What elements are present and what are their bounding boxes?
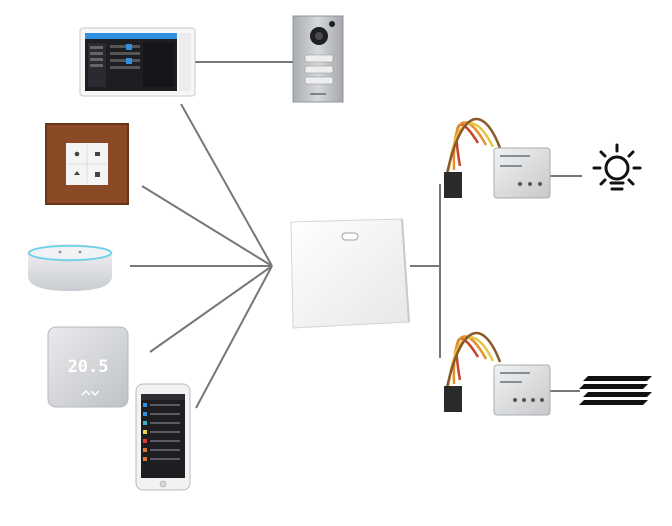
smartphone-app <box>135 383 191 491</box>
line-thermostat-to-hub <box>149 265 273 353</box>
micro-module-light <box>444 117 551 199</box>
line-smartphone-to-hub <box>195 265 273 409</box>
connection-lines <box>130 61 582 409</box>
line-touch-panel-to-hub <box>180 103 273 267</box>
thermostat-display: 20.5 <box>68 357 109 377</box>
touch-screen-panel <box>79 27 196 97</box>
video-doorbell-panel <box>292 15 344 103</box>
thermostat: 20.5 <box>47 326 129 408</box>
central-gateway-box <box>290 218 410 329</box>
smart-speaker <box>27 244 113 291</box>
line-wall-switch-to-hub <box>141 185 273 267</box>
light-bulb-icon <box>592 143 642 191</box>
micro-module-shutter <box>444 331 551 416</box>
roller-shutter-icon <box>579 376 652 405</box>
wooden-wall-switch <box>45 123 129 205</box>
